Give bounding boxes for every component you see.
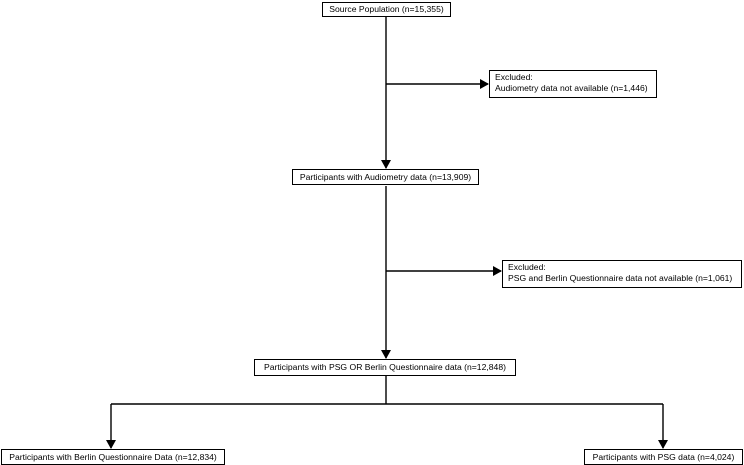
excluded-box-1: Excluded: Audiometry data not available … <box>489 70 657 98</box>
audiometry-box: Participants with Audiometry data (n=13,… <box>292 169 479 185</box>
berlin-questionnaire-box: Participants with Berlin Questionnaire D… <box>1 449 225 465</box>
source-population-box: Source Population (n=15,355) <box>322 2 451 17</box>
psg-data-label: Participants with PSG data (n=4,024) <box>592 452 735 462</box>
excluded-box-2: Excluded: PSG and Berlin Questionnaire d… <box>502 260 742 288</box>
excluded-2-text: PSG and Berlin Questionnaire data not av… <box>508 273 733 283</box>
excluded-1-text: Audiometry data not available (n=1,446) <box>495 83 648 93</box>
excluded-2-header: Excluded: <box>508 262 546 272</box>
audiometry-label: Participants with Audiometry data (n=13,… <box>299 172 472 182</box>
excluded-1-header: Excluded: <box>495 72 533 82</box>
psg-or-berlin-label: Participants with PSG OR Berlin Question… <box>264 362 506 372</box>
psg-data-box: Participants with PSG data (n=4,024) <box>584 449 743 465</box>
source-population-label: Source Population (n=15,355) <box>329 4 444 14</box>
berlin-questionnaire-label: Participants with Berlin Questionnaire D… <box>9 452 217 462</box>
psg-or-berlin-box: Participants with PSG OR Berlin Question… <box>254 359 516 376</box>
